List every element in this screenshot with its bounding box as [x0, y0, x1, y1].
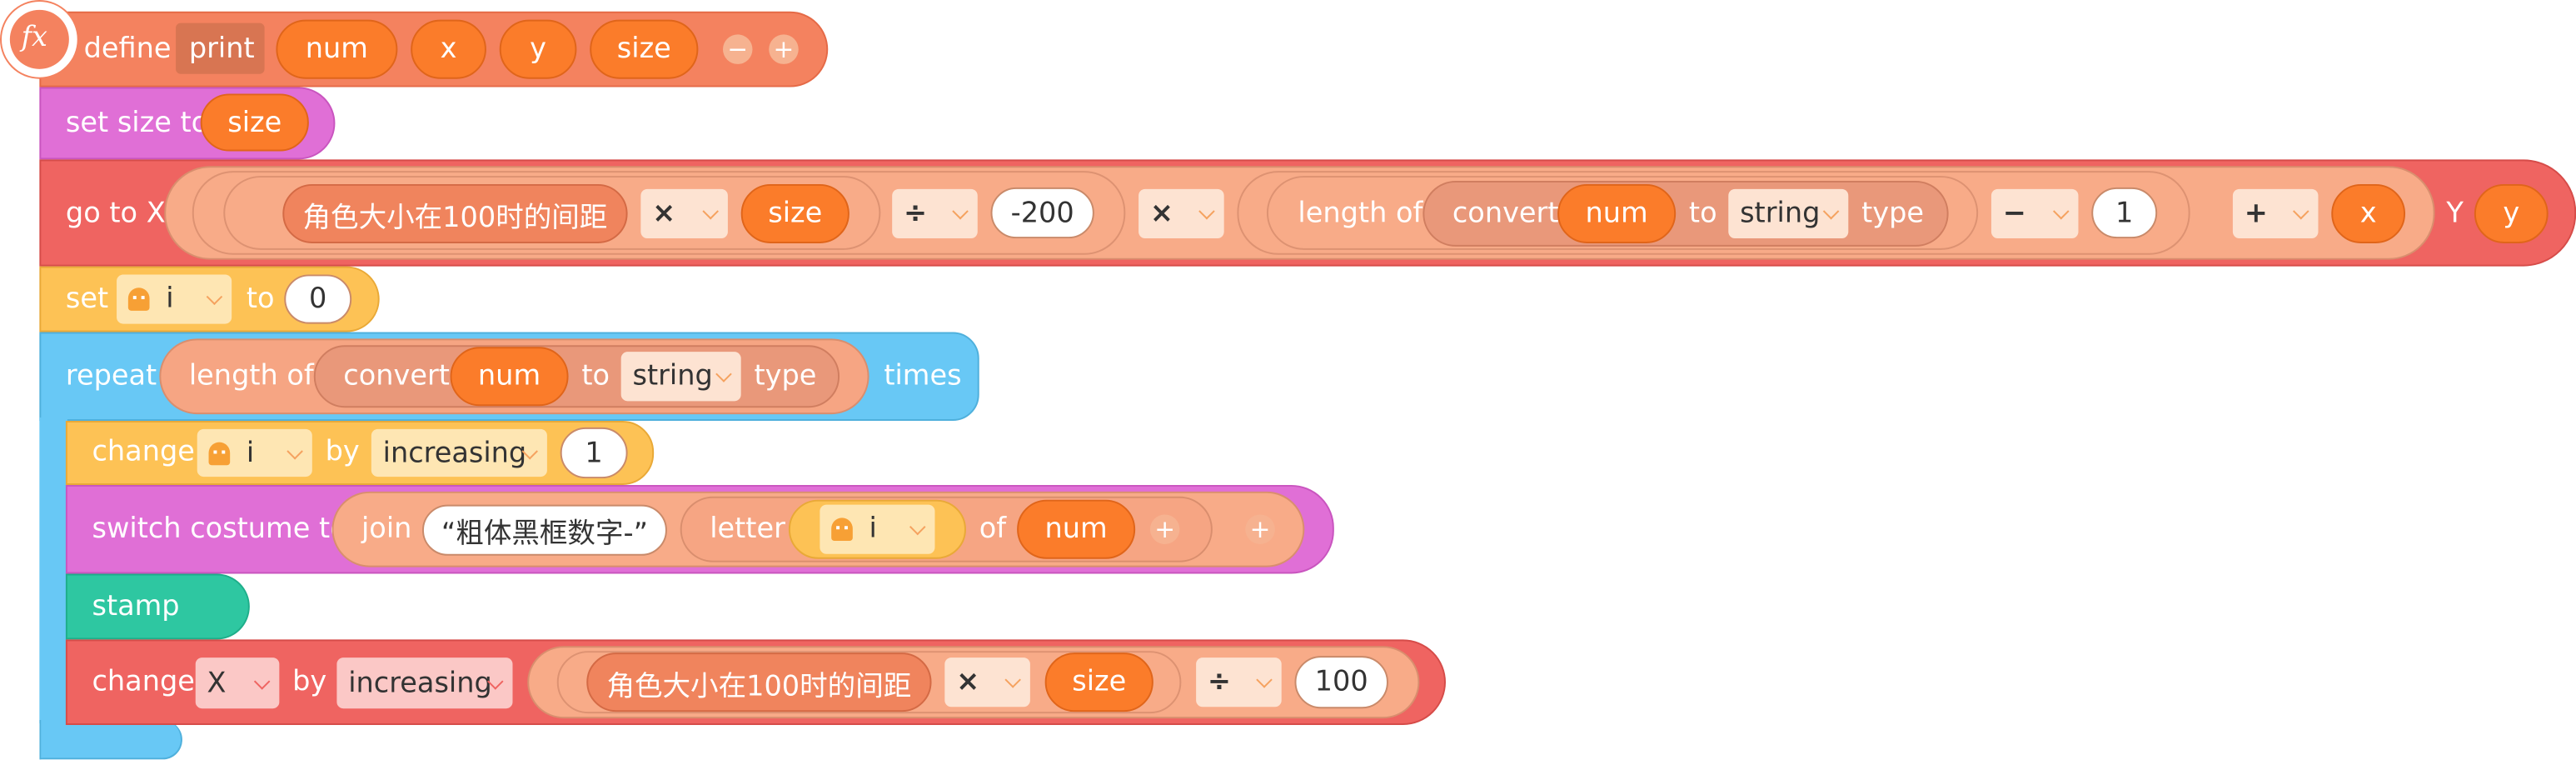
change-x-inner [556, 651, 1182, 714]
convert-type-label: type [1861, 197, 1925, 231]
change-x-times-dropdown[interactable]: × [944, 658, 1030, 708]
change-x-spacing-variable[interactable]: 角色大小在100时的间距 [586, 652, 932, 712]
set-to-label: to [246, 282, 275, 316]
times-operator-dropdown-2[interactable]: × [1139, 188, 1224, 239]
length-expression [1237, 171, 2190, 255]
plus-operator-dropdown[interactable]: + [2232, 188, 2319, 239]
divide-operator-dropdown[interactable]: ÷ [892, 188, 978, 239]
ghost-icon [831, 518, 853, 542]
change-mode-dropdown[interactable]: increasing [371, 428, 547, 478]
join-label: join [361, 512, 412, 546]
letter-label: letter [710, 512, 785, 546]
repeat-string-type-dropdown[interactable]: string [620, 352, 741, 402]
plus-icon[interactable]: + [1245, 514, 1275, 544]
define-name: print [188, 32, 255, 66]
goto-inner-left-2 [223, 176, 881, 250]
string-type-dropdown[interactable]: string [1728, 188, 1849, 239]
change-x-by-label: by [292, 665, 327, 699]
repeat-convert-block[interactable] [313, 345, 840, 408]
plus-icon[interactable]: + [1149, 514, 1180, 544]
repeat-block-arm [39, 418, 67, 723]
param-x[interactable]: x [411, 19, 486, 79]
fx-icon-label: fx [21, 21, 47, 55]
change-variable-block[interactable] [65, 421, 655, 485]
divisor-input[interactable]: -200 [990, 187, 1094, 239]
change-x-divisor-input[interactable]: 100 [1294, 656, 1388, 709]
ghost-icon [208, 441, 231, 465]
set-size-label: set size to [65, 107, 209, 140]
goto-label: go to X [65, 197, 166, 231]
change-x-size-arg[interactable]: size [1044, 652, 1153, 712]
convert-block[interactable] [1423, 180, 1949, 247]
fx-icon-inner [9, 9, 69, 69]
param-size[interactable]: size [590, 19, 699, 79]
define-name-field[interactable] [176, 22, 265, 74]
switch-costume-label: switch costume to [92, 512, 347, 546]
length-of-block[interactable] [1266, 176, 1979, 250]
set-label: set [65, 282, 109, 316]
of-label: of [979, 512, 1007, 546]
set-value-input[interactable]: 0 [284, 274, 352, 324]
change-variable-dropdown[interactable]: i [197, 428, 312, 478]
goto-x-arg[interactable]: x [2331, 183, 2406, 243]
minus-operator-dropdown[interactable]: − [1991, 188, 2079, 239]
set-size-value[interactable]: size [200, 93, 309, 152]
letter-variable-dropdown[interactable]: i [820, 504, 935, 554]
change-by-label: by [325, 435, 360, 469]
plus-icon[interactable]: + [769, 34, 799, 64]
goto-size-arg[interactable]: size [740, 183, 850, 243]
define-keyword: define [83, 32, 172, 66]
convert-num-arg[interactable]: num [1557, 183, 1677, 243]
repeat-type-label: type [754, 360, 817, 393]
letter-num-arg[interactable]: num [1017, 499, 1136, 559]
axis-dropdown[interactable]: X [195, 658, 280, 709]
goto-y-arg[interactable]: y [2474, 183, 2549, 243]
change-value-input[interactable]: 1 [560, 427, 628, 479]
convert-label: convert [1452, 197, 1559, 231]
spacing-variable[interactable]: 角色大小在100时的间距 [282, 183, 628, 243]
repeat-label: repeat [65, 360, 157, 393]
minus-value-input[interactable]: 1 [2091, 187, 2158, 239]
length-of-label: length of [1298, 197, 1423, 231]
convert-to-label: to [1688, 197, 1717, 231]
times-operator-dropdown[interactable]: × [640, 188, 728, 239]
change-x-mode-dropdown[interactable]: increasing [336, 658, 513, 709]
param-y[interactable]: y [499, 19, 577, 79]
goto-y-label: Y [2446, 197, 2464, 231]
stamp-label: stamp [92, 590, 180, 623]
set-variable-dropdown[interactable]: i [117, 274, 232, 324]
costume-text-input[interactable]: “粗体黑框数字-” [421, 504, 667, 556]
repeat-convert-label: convert [343, 360, 450, 393]
repeat-times-label: times [884, 360, 962, 393]
repeat-num-arg[interactable]: num [450, 347, 569, 407]
repeat-length-of-label: length of [188, 360, 314, 393]
stamp-block[interactable] [65, 573, 250, 640]
ghost-icon [127, 288, 150, 311]
param-num[interactable]: num [276, 19, 398, 79]
repeat-to-label: to [581, 360, 610, 393]
change-label: change [92, 435, 195, 469]
repeat-block-footer [39, 720, 182, 760]
change-x-divide-dropdown[interactable]: ÷ [1196, 658, 1282, 708]
minus-icon[interactable]: − [722, 34, 753, 64]
goto-inner-left [192, 171, 1126, 255]
change-x-label: change [92, 665, 195, 699]
